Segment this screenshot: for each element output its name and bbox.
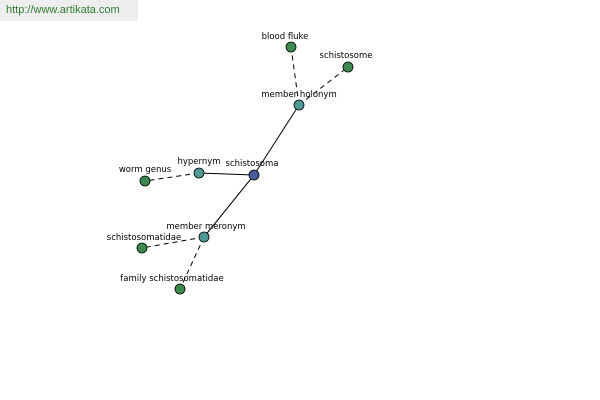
edge-meronym-schistosomatidae xyxy=(141,236,205,249)
node-schistosomatidae[interactable] xyxy=(136,242,148,254)
edge-center-member-meronym xyxy=(203,174,255,238)
node-schistosome[interactable] xyxy=(342,61,354,73)
edge-center-hypernym xyxy=(198,172,255,176)
site-link[interactable]: http://www.artikata.com xyxy=(6,4,120,16)
edge-holonym-blood-fluke xyxy=(290,46,300,106)
edge-holonym-schistosome xyxy=(298,66,349,106)
node-blood-fluke[interactable] xyxy=(285,41,297,53)
label-member-meronym: member meronym xyxy=(166,222,245,232)
label-worm-genus: worm genus xyxy=(119,165,172,175)
node-member-holonym[interactable] xyxy=(293,99,305,111)
node-worm-genus[interactable] xyxy=(139,175,151,187)
edge-center-member-holonym xyxy=(253,104,300,176)
label-schistosome: schistosome xyxy=(320,51,373,61)
banner: http://www.artikata.com xyxy=(0,0,138,21)
label-member-holonym: member holonym xyxy=(261,90,336,100)
node-family-schistosomatidae[interactable] xyxy=(174,283,186,295)
label-schistosoma: schistosoma xyxy=(226,159,279,169)
label-blood-fluke: blood fluke xyxy=(262,32,309,42)
label-schistosomatidae: schistosomatidae xyxy=(107,233,181,243)
node-member-meronym[interactable] xyxy=(198,231,210,243)
label-hypernym: hypernym xyxy=(177,157,220,167)
node-schistosoma[interactable] xyxy=(248,169,260,181)
node-hypernym[interactable] xyxy=(193,167,205,179)
edge-meronym-family-schistosomatidae xyxy=(179,236,205,290)
label-family-schistosomatidae: family schistosomatidae xyxy=(120,274,223,284)
edge-hypernym-worm-genus xyxy=(144,172,200,182)
